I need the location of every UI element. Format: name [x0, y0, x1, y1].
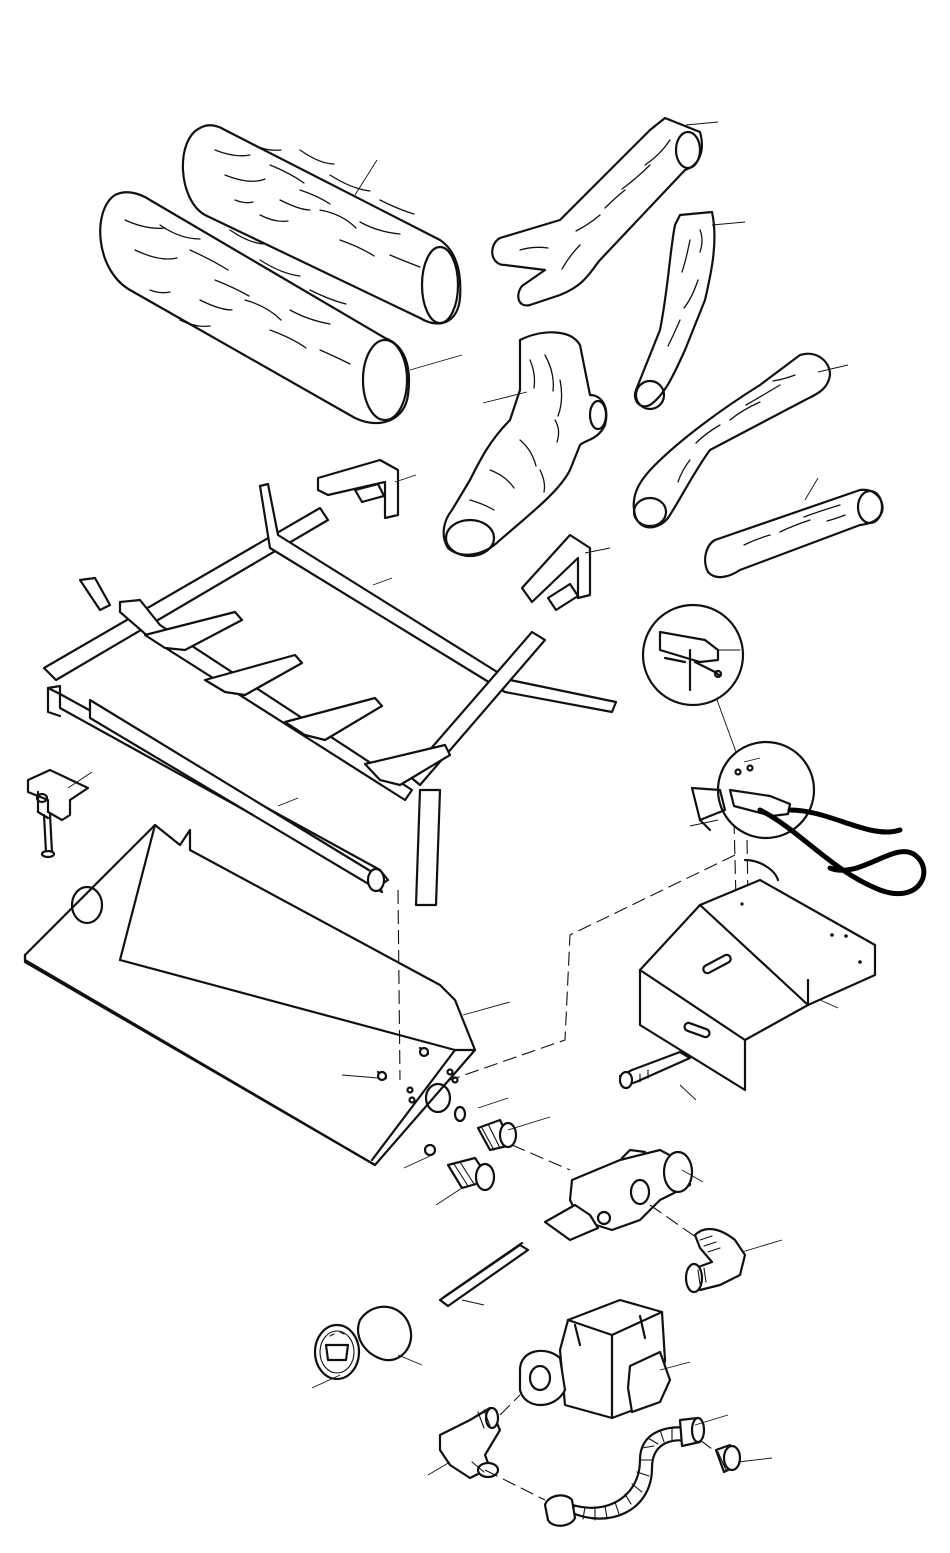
assembly-line-valve: [512, 1145, 570, 1170]
flare-fitting: [716, 1445, 740, 1472]
burner-pan: [25, 825, 475, 1165]
log-support-bracket-right: [522, 535, 590, 610]
mounting-clamp: [28, 770, 88, 857]
forked-right-log: [635, 212, 715, 409]
small-right-log: [705, 490, 882, 577]
pipe-fittings: [425, 1107, 516, 1190]
elbow-fitting: [686, 1229, 745, 1292]
street-elbow: [440, 1408, 500, 1478]
dial-plate: [315, 1325, 359, 1379]
thermocouple: [620, 1052, 690, 1088]
flexible-connector: [545, 1418, 704, 1526]
assembly-line-bottom-1: [485, 1470, 545, 1500]
crooked-center-log: [444, 332, 607, 556]
regulator: [520, 1300, 670, 1418]
gas-valve: [545, 1150, 692, 1240]
assembly-line-bottom-2: [700, 1440, 716, 1452]
assembly-line-valve-2: [650, 1205, 700, 1240]
log-support-bracket-left: [318, 460, 398, 518]
pilot-assembly-detail: [643, 605, 814, 838]
assembly-line-bottom-3: [500, 1395, 520, 1415]
control-knob: [358, 1243, 528, 1360]
